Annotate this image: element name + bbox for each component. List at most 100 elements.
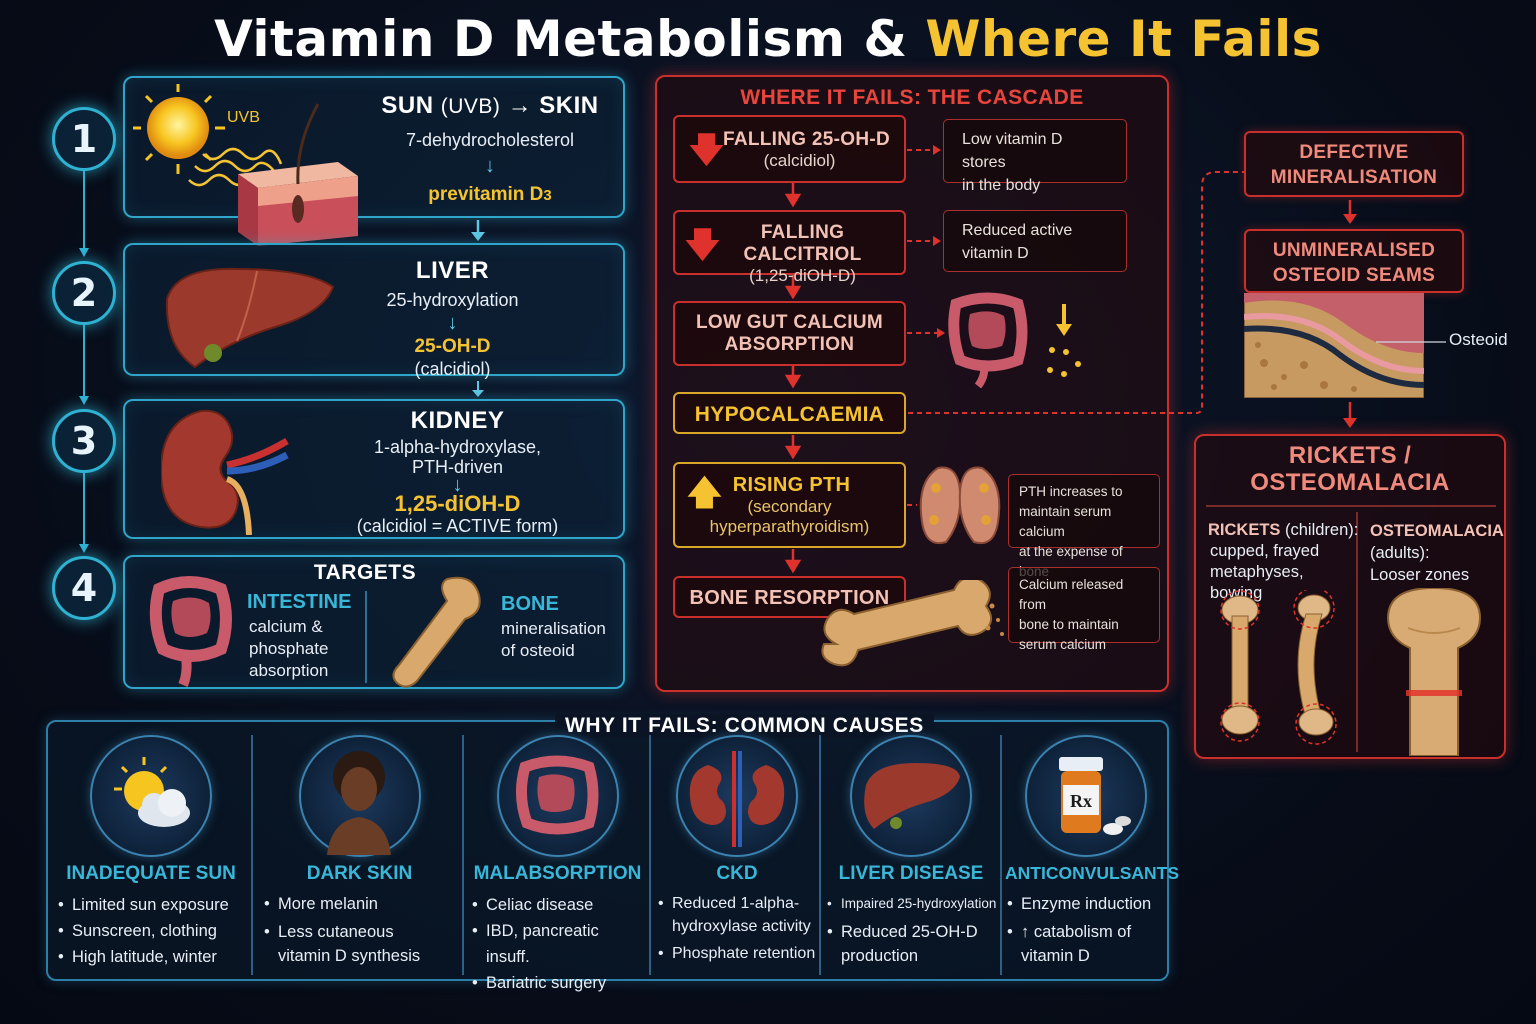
resorbing-bone-icon [821,580,1004,667]
step-3-enzyme: 1-alpha-hydroxylase, [373,437,542,457]
osteomalacia-bone-icon [1386,588,1482,756]
person-icon [298,735,421,857]
cause-malabsorption: MALABSORPTION Celiac disease IBD, pancre… [470,735,645,996]
step-2-process: 25-hydroxylation [386,290,519,310]
straight-rickets-bone-icon [1220,590,1260,742]
cascade-note-low-stores: Low vitamin D stores in the body [943,119,1127,194]
cause-heading: ANTICONVULSANTS [1005,863,1180,883]
cause-heading: CKD [716,863,758,884]
rickets-osteomalacia-title: RICKETS / OSTEOMALACIA [1250,442,1450,496]
step-2-heading: LIVER [415,257,490,284]
sun-cloud-icon [90,735,212,857]
intestine-icon [948,292,1028,388]
sun-skin-illustration: UVB [133,84,358,246]
intestine-description: calcium & phosphate absorption [249,617,329,680]
step-number-2: 2 [52,261,116,325]
step-3-heading: KIDNEY [410,407,505,434]
arrow-step1-step2 [471,220,485,241]
bowed-rickets-bone-icon [1293,590,1337,745]
step-kidney-panel: KIDNEY 1-alpha-hydroxylase, PTH-driven ↓… [123,399,625,539]
defective-mineralisation-node: DEFECTIVE MINERALISATION [1244,131,1464,197]
step-3-product-note: (calcidiol = ACTIVE form) [356,516,559,536]
cascade-connectors [784,145,945,574]
title-main: Vitamin D Metabolism & [214,10,926,68]
cascade-note-pth: PTH increases to maintain serum calcium … [1008,474,1160,579]
cause-anticonvulsants: Rx ANTICONVULSANTS Enzyme induction ↑ ca… [1005,735,1180,980]
liver-icon [850,735,972,857]
osteoid-label: Osteoid [1449,330,1508,349]
step-2-product-note: (calcidiol) [414,359,491,379]
osteoid-pointer [1376,341,1446,343]
arrow-to-rickets [1343,402,1357,428]
cause-divider [819,735,821,975]
cause-bullets: Limited sun exposure Sunscreen, clothing… [56,892,246,970]
title-highlight: Where It Fails [925,10,1322,68]
cascade-node-hypocalcaemia: HYPOCALCAEMIA [673,392,906,434]
kidney-icon [161,409,289,535]
step-3-regulator: PTH-driven [411,457,504,477]
gut-calcium-illustration [948,292,1081,388]
cause-divider [649,735,651,975]
uvb-label: UVB [227,109,260,126]
step-liver-panel: LIVER 25-hydroxylation ↓ 25-OH-D (calcid… [123,243,625,379]
step-4-heading: TARGETS [313,561,417,584]
cause-ckd: CKD Reduced 1-alpha- hydroxylase activit… [656,735,818,980]
svg-text:Rx: Rx [1070,791,1092,811]
calcium-drop-icon [1047,304,1081,377]
cause-inadequate-sun: INADEQUATE SUN Limited sun exposure Suns… [56,735,246,980]
rickets-divider [1356,512,1358,752]
intestine-icon [496,735,619,857]
cascade-node-falling-calcitriol: 🡇 FALLING CALCITRIOL (1,25-diOH-D) [673,210,906,285]
rickets-bones-illustration [1220,590,1337,745]
cascade-node-rising-pth: 🡅 RISING PTH (secondary hyperparathyroid… [673,462,906,548]
arrow-to-seams [1343,200,1357,224]
cascade-node-low-gut-calcium: LOW GUT CALCIUM ABSORPTION [673,301,906,366]
arrow-step2-step3 [472,381,484,397]
cause-divider [462,735,464,975]
kidneys-icon [676,735,798,857]
step-1-product: previtamin D3 [428,184,552,205]
step-1-heading: SUN (UVB) → SKIN [381,92,599,119]
step-connector [79,170,89,553]
cause-heading: DARK SKIN [306,863,413,884]
cause-divider [1000,735,1002,975]
step-number-3: 3 [52,409,116,473]
intestine-icon [149,576,232,687]
cause-bullets: Celiac disease IBD, pancreatic insuff. B… [470,892,645,996]
osteoid-seams-node: UNMINERALISED OSTEOID SEAMS [1244,229,1464,293]
cause-bullets: Enzyme induction ↑ catabolism of vitamin… [1005,892,1167,968]
down-arrow-icon: 🡇 [685,226,720,264]
step-1-substrate: 7-dehydrocholesterol [405,130,575,150]
step-targets-panel: TARGETS INTESTINE calcium & phosphate ab… [123,555,625,689]
cause-bullets: More melanin Less cutaneous vitamin D sy… [262,892,457,968]
step-2-arrow: ↓ [447,312,458,334]
skin-block-icon [238,103,358,246]
step-sun-skin-panel: UVB SUN (UVB) → SKIN 7-dehydrocholestero… [123,76,625,246]
step-number-4: 4 [52,556,116,620]
cause-dark-skin: DARK SKIN More melanin Less cutaneous vi… [262,735,457,980]
cause-bullets: Reduced 1-alpha- hydroxylase activity Ph… [656,892,818,965]
up-arrow-icon: 🡅 [687,474,722,512]
cause-heading: MALABSORPTION [473,863,642,884]
rickets-title-rule [1206,505,1496,507]
step-3-product: 1,25-diOH-D [394,491,521,516]
step-3-arrow: ↓ [452,474,463,496]
targets-divider [365,591,367,683]
intestine-title: INTESTINE [247,591,352,613]
page-title: Vitamin D Metabolism & Where It Fails [0,10,1536,68]
parathyroid-icon [919,466,1001,544]
causes-title: WHY IT FAILS: COMMON CAUSES [555,714,934,738]
cause-liver-disease: LIVER DISEASE Impaired 25-hydroxylation … [825,735,997,980]
bone-icon [392,576,481,688]
step-2-product: 25-OH-D [414,336,491,357]
bone-description: mineralisation of osteoid [501,619,606,660]
cascade-node-falling-calcidiol: 🡇 FALLING 25-OH-D (calcidiol) [673,115,906,183]
cause-heading: INADEQUATE SUN [66,863,236,884]
bone-title: BONE [501,593,559,615]
cause-bullets: Impaired 25-hydroxylation Reduced 25-OH-… [825,892,997,968]
osteomalacia-description: OSTEOMALACIA (adults): Looser zones [1370,522,1504,584]
hypocalcaemia-connector [908,171,1244,414]
liver-icon [165,267,335,369]
sun-icon [133,84,225,174]
cause-divider [251,735,253,975]
